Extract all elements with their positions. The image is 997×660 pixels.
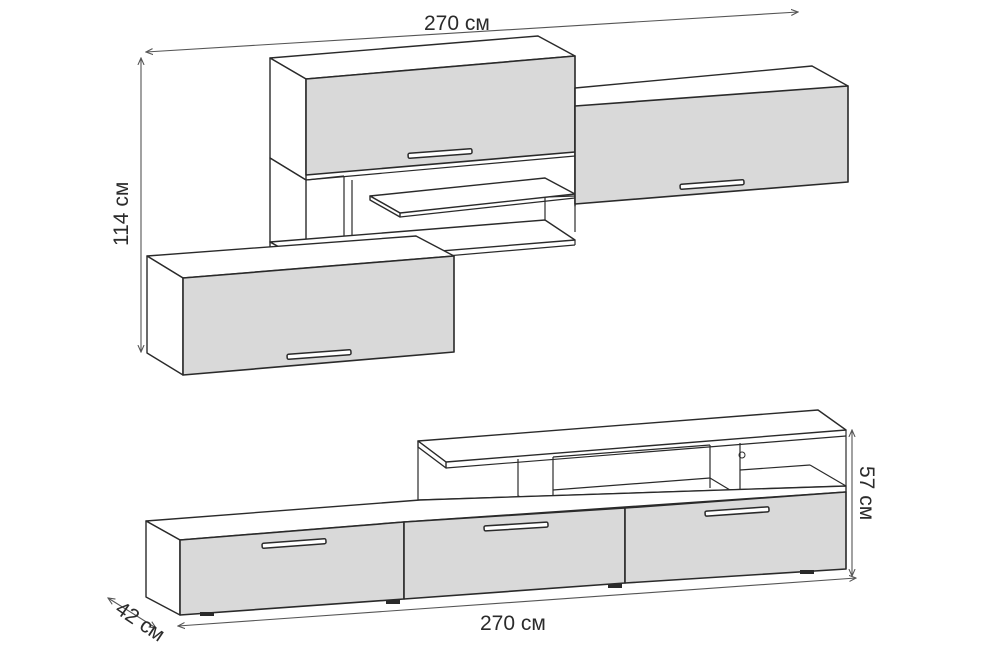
base-width-label: 270 см (480, 612, 546, 635)
dimension-lines (108, 12, 856, 628)
lower-left-cabinet (146, 235, 455, 376)
drawer-right-front (624, 491, 847, 584)
drawer-middle (403, 507, 626, 600)
upper-right-door-handle (679, 178, 745, 191)
drawer-middle-front (403, 507, 626, 600)
drawer-left-handle (261, 537, 327, 550)
drawer-middle-handle (483, 521, 549, 532)
upper-left-cabinet (269, 35, 576, 181)
lower-left-cabinet-door (182, 255, 455, 376)
lower-left-door-handle (286, 348, 352, 361)
wall-unit (146, 35, 849, 376)
middle-shelf (369, 177, 576, 214)
drawer-right (624, 491, 847, 584)
wall-width-label: 270 см (424, 12, 490, 35)
drawer-right-handle (704, 506, 770, 517)
wall-height-label: 114 см (110, 182, 133, 246)
upper-left-door-handle (407, 147, 473, 160)
base-unit (145, 409, 847, 616)
upper-right-cabinet (574, 65, 849, 207)
upper-right-cabinet-door (574, 85, 849, 205)
base-height-label: 57 см (855, 466, 878, 520)
